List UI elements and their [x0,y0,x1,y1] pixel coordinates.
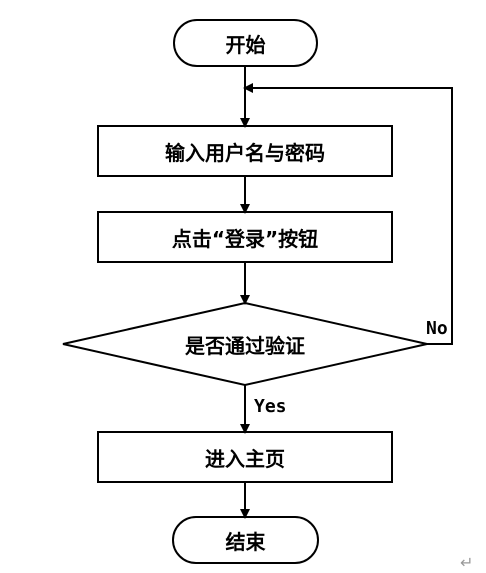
click-label: 点击“登录”按钮 [171,226,319,251]
enter-label: 进入主页 [205,446,285,471]
end-label: 结束 [225,529,266,554]
input-process-box [97,125,393,177]
input-label: 输入用户名与密码 [165,140,325,165]
arrow-no-loop [243,83,453,345]
decision-label: 是否通过验证 [185,333,305,358]
paragraph-return-mark: ↵ [460,553,474,572]
no-edge-label: No [426,318,448,339]
start-label: 开始 [225,32,266,57]
yes-edge-label: Yes [254,396,287,417]
